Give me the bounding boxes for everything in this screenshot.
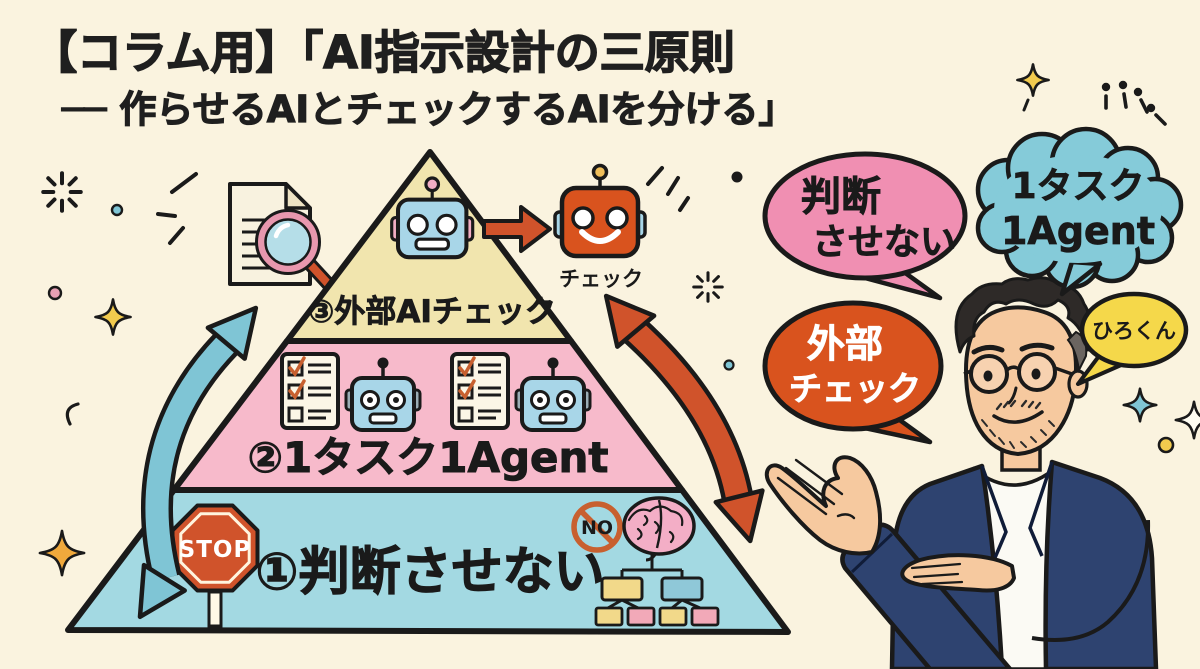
yellow-dot-icon bbox=[1157, 436, 1175, 454]
dash-marks-icon bbox=[156, 172, 198, 245]
speech-bubble-onetask: 1タスク 1Agent bbox=[975, 126, 1184, 297]
blue-dot-icon bbox=[723, 359, 735, 371]
arrow-right-icon bbox=[482, 205, 552, 253]
title-line-2: ── 作らせるAIとチェックするAIを分ける」 bbox=[61, 88, 796, 131]
speech-bubble-hirokun: ひろくん bbox=[1076, 291, 1189, 386]
black-dot-icon bbox=[731, 171, 743, 183]
person-smile bbox=[992, 410, 1044, 424]
checker-robot-icon bbox=[553, 163, 647, 259]
bubble-handan-line2: させない bbox=[812, 222, 956, 263]
person-eye bbox=[983, 370, 993, 382]
bubble-gaibu-line1: 外部 bbox=[807, 322, 883, 366]
person-hand-open bbox=[764, 455, 883, 556]
checker-robot-label: チェック bbox=[559, 267, 643, 291]
title-line-1: 【コラム用】「AI指示設計の三原則 bbox=[32, 26, 735, 79]
burst-sparkle-icon bbox=[692, 271, 724, 303]
person-eyebrows bbox=[971, 342, 1055, 355]
bubble-onetask-line1: 1タスク bbox=[1011, 166, 1144, 207]
tick-mark-icon bbox=[1022, 98, 1030, 112]
page-title: 【コラム用】「AI指示設計の三原則 ── 作らせるAIとチェックするAIを分ける… bbox=[31, 25, 796, 131]
burst-sparkle-icon bbox=[41, 171, 83, 213]
emphasis-dashes-icon bbox=[646, 166, 690, 212]
no-badge-icon: NO bbox=[571, 501, 623, 553]
blue-dot-icon bbox=[110, 203, 124, 217]
person-hand-finger-lines bbox=[776, 458, 856, 520]
bubble-gaibu-line2: チェック bbox=[789, 369, 921, 408]
person-nose bbox=[1007, 386, 1018, 405]
bubble-handan-line1: 判断 bbox=[801, 174, 881, 220]
flowchart-icon bbox=[594, 554, 720, 627]
pyramid-level-2-label: ②1タスク1Agent bbox=[247, 433, 608, 482]
checklist-icon bbox=[450, 352, 510, 430]
orange-cycle-arrow-icon bbox=[603, 293, 765, 544]
pyramid-level-1-label: ①判断させない bbox=[255, 543, 604, 602]
bubble-onetask-line2: 1Agent bbox=[1001, 209, 1155, 253]
bubble-hirokun-text: ひろくん bbox=[1092, 319, 1176, 343]
pyramid-level-3-label: ③外部AIチェック bbox=[308, 294, 556, 330]
yellow-sparkle-icon bbox=[93, 297, 133, 337]
checklist-icon bbox=[280, 352, 340, 430]
person-eye bbox=[1031, 368, 1041, 380]
curve-mark-icon bbox=[65, 402, 80, 426]
person-arm-fold-line bbox=[1031, 519, 1151, 642]
orange-sparkle-icon bbox=[40, 531, 84, 575]
stop-sign-label: STOP bbox=[179, 537, 252, 563]
person-mustache bbox=[995, 399, 1042, 411]
document-magnifier-icon bbox=[228, 182, 338, 294]
speech-bubble-handan: 判断 させない bbox=[762, 151, 968, 301]
pink-dot-icon bbox=[47, 285, 63, 301]
person-hand-lower-lines bbox=[910, 562, 964, 586]
person-hand-lower bbox=[900, 553, 1016, 593]
fan-dashes-icon bbox=[1101, 80, 1167, 126]
maker-robot-icon bbox=[390, 176, 475, 260]
person-stubble bbox=[981, 419, 1055, 449]
white-sparkle-icon bbox=[1173, 399, 1200, 441]
brain-icon bbox=[622, 496, 696, 562]
yellow-sparkle-icon bbox=[1015, 62, 1051, 98]
blue-cycle-arrow-icon bbox=[137, 305, 259, 620]
no-badge-label: NO bbox=[581, 517, 613, 539]
blue-sparkle-icon bbox=[1122, 387, 1158, 423]
person-lapel-lines bbox=[980, 461, 1054, 561]
speech-bubble-gaibu: 外部 チェック bbox=[762, 300, 944, 445]
